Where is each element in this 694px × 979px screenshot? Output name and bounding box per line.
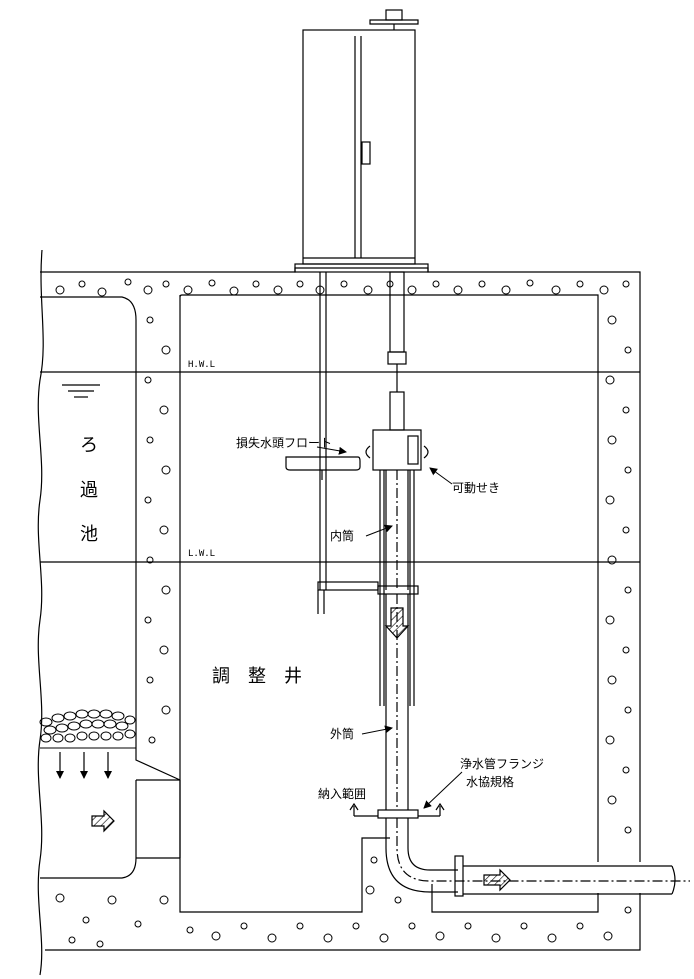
filter-flow-arrow	[91, 809, 115, 833]
outlet-pipe	[385, 818, 690, 897]
float-rod	[319, 272, 327, 590]
inner-tube-label: 内筒	[330, 528, 354, 543]
hwl-label: H.W.L	[188, 360, 215, 370]
left-break-line	[37, 249, 44, 976]
filter-floor	[40, 857, 180, 879]
leader-lines	[316, 446, 463, 809]
concrete-outer-outline	[40, 267, 641, 862]
well-floor-left	[179, 295, 390, 913]
filter-basin-wall	[40, 296, 181, 781]
filter-basin-label-2: 過	[80, 480, 98, 501]
supply-range-label: 納入範囲	[318, 786, 366, 801]
filter-basin-label-3: 池	[80, 524, 98, 545]
head-loss-float-label: 損失水頭フロート	[236, 435, 332, 450]
adjustment-well-label-2: 整	[248, 666, 266, 687]
pipe-flange-label-2: 水協規格	[466, 774, 514, 789]
concrete-outer-bottom	[45, 893, 641, 951]
down-flow-arrow	[384, 607, 410, 639]
head-loss-float	[285, 456, 361, 471]
inner-tube	[385, 470, 409, 590]
handwheel	[369, 9, 419, 30]
outer-tube-label: 外筒	[330, 726, 354, 741]
outlet-flow-arrow	[483, 868, 511, 892]
concrete-structure	[37, 249, 641, 976]
filter-basin-label-1: ろ	[80, 435, 98, 456]
supply-range-markers	[349, 802, 445, 817]
adjustment-well-label-3: 井	[284, 666, 302, 687]
adjustment-well-label-1: 調	[212, 666, 230, 687]
movable-weir-label: 可動せき	[452, 481, 500, 495]
water-surface-symbol	[62, 384, 100, 398]
outer-tube-flange	[377, 809, 419, 819]
underdrain-flow-arrows	[56, 752, 112, 779]
weir-drive-rod	[387, 271, 407, 431]
movable-weir-box	[365, 429, 429, 471]
diagram-labels: H.W.L L.W.L ろ 過 池 損失水頭フロート 可動せき 内筒 調 整 井…	[80, 360, 544, 801]
gravel-layer	[39, 709, 136, 749]
adjustment-well-interior	[179, 294, 599, 862]
guide-rods	[379, 470, 415, 706]
lwl-label: L.W.L	[188, 549, 215, 559]
underdrain-channel	[135, 779, 181, 858]
concrete-aggregate	[55, 278, 632, 948]
control-cabinet	[294, 29, 429, 273]
float-link-arm	[317, 581, 379, 614]
adjustment-well-interior-bottom	[431, 884, 599, 913]
inner-tube-flange	[377, 585, 419, 595]
pipe-flange-label-1: 浄水管フランジ	[460, 756, 544, 771]
